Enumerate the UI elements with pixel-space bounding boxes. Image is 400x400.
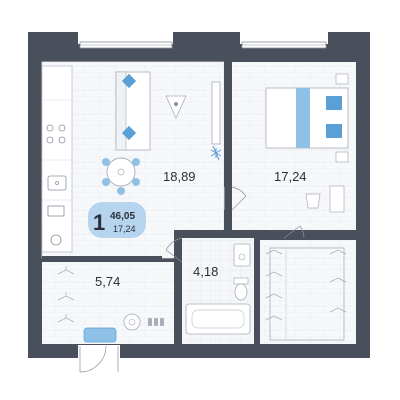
- door-bathroom: [165, 237, 183, 263]
- area-bathroom: 4,18: [193, 264, 218, 279]
- entrance-door: [79, 345, 119, 373]
- apartment-badge: 1 46,05 17,24: [88, 202, 146, 238]
- bathtub: [185, 303, 251, 335]
- room-wardrobe: [258, 240, 356, 344]
- door-bedroom: [231, 186, 247, 211]
- area-bedroom: 17,24: [274, 169, 307, 184]
- entrance-bench: [83, 327, 117, 343]
- kitchen-counter: [41, 65, 73, 253]
- stove-icon: [46, 124, 66, 144]
- window-left: [79, 41, 173, 49]
- armchair: [165, 95, 187, 119]
- shoes-icon: [148, 318, 164, 326]
- sofa: [115, 71, 151, 151]
- area-hall: 5,74: [95, 274, 120, 289]
- toilet: [233, 277, 249, 301]
- appliance-icon: [47, 205, 65, 246]
- internal-walls: [42, 62, 356, 346]
- living-area: 17,24: [113, 224, 136, 234]
- area-kitchen-living: 18,89: [163, 169, 196, 184]
- desk-chair: [305, 185, 345, 213]
- sink-icon: [47, 175, 67, 191]
- wardrobe-rail: [269, 247, 345, 341]
- tv-unit: [211, 81, 221, 145]
- plant-icon: [210, 145, 222, 161]
- window-right: [241, 41, 327, 49]
- rooms-count: 1: [93, 210, 105, 235]
- wardrobe-hangers: [265, 249, 347, 321]
- dining-table: [102, 157, 140, 195]
- bed: [265, 87, 349, 149]
- total-area: 46,05: [110, 211, 135, 222]
- washer-icon: [123, 313, 141, 331]
- hall-hangers: [57, 266, 75, 323]
- door-wardrobe: [283, 225, 305, 239]
- nightstand: [335, 73, 349, 163]
- bathroom-sink: [233, 243, 251, 267]
